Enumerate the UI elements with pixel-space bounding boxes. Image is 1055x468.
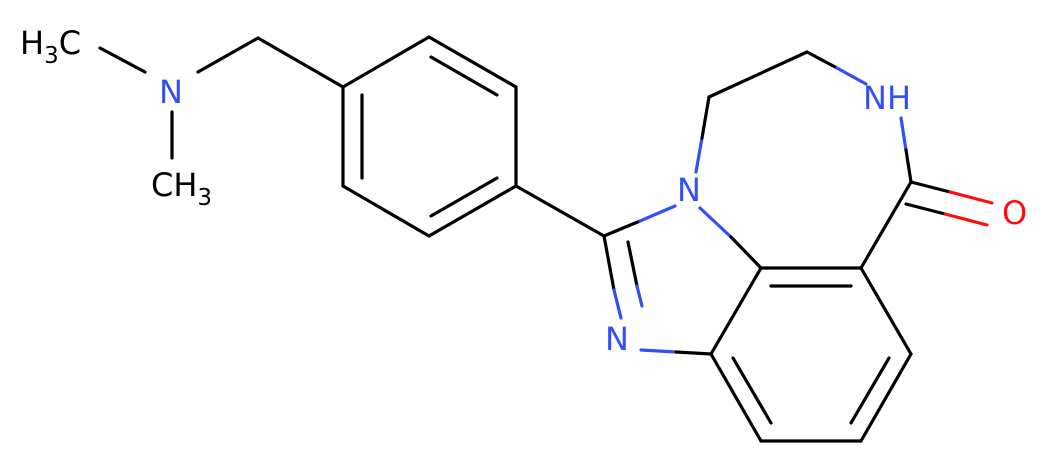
imine-nitrogen-label: N <box>605 320 629 358</box>
ch3-top-label: H3C <box>20 24 81 69</box>
amine-nitrogen-label: N <box>159 73 183 111</box>
ch3-bottom-label: CH3 <box>151 166 212 211</box>
imidazole-ring <box>602 204 763 356</box>
diazepinone-ring <box>694 50 994 270</box>
bond-phenyl-imidazole <box>514 184 606 238</box>
bond-ch2-phenyl <box>256 36 345 89</box>
dimethylamino-bonds <box>98 36 345 160</box>
bond-n-ch2 <box>196 36 260 74</box>
amide-nh-label: NH <box>863 79 911 117</box>
carbonyl-oxygen-label: O <box>1002 194 1027 232</box>
benzo-ring <box>709 266 913 443</box>
ring-nitrogen-label: N <box>677 171 701 209</box>
bond-ch3top-n <box>98 46 147 74</box>
phenyl-ring <box>341 35 518 238</box>
